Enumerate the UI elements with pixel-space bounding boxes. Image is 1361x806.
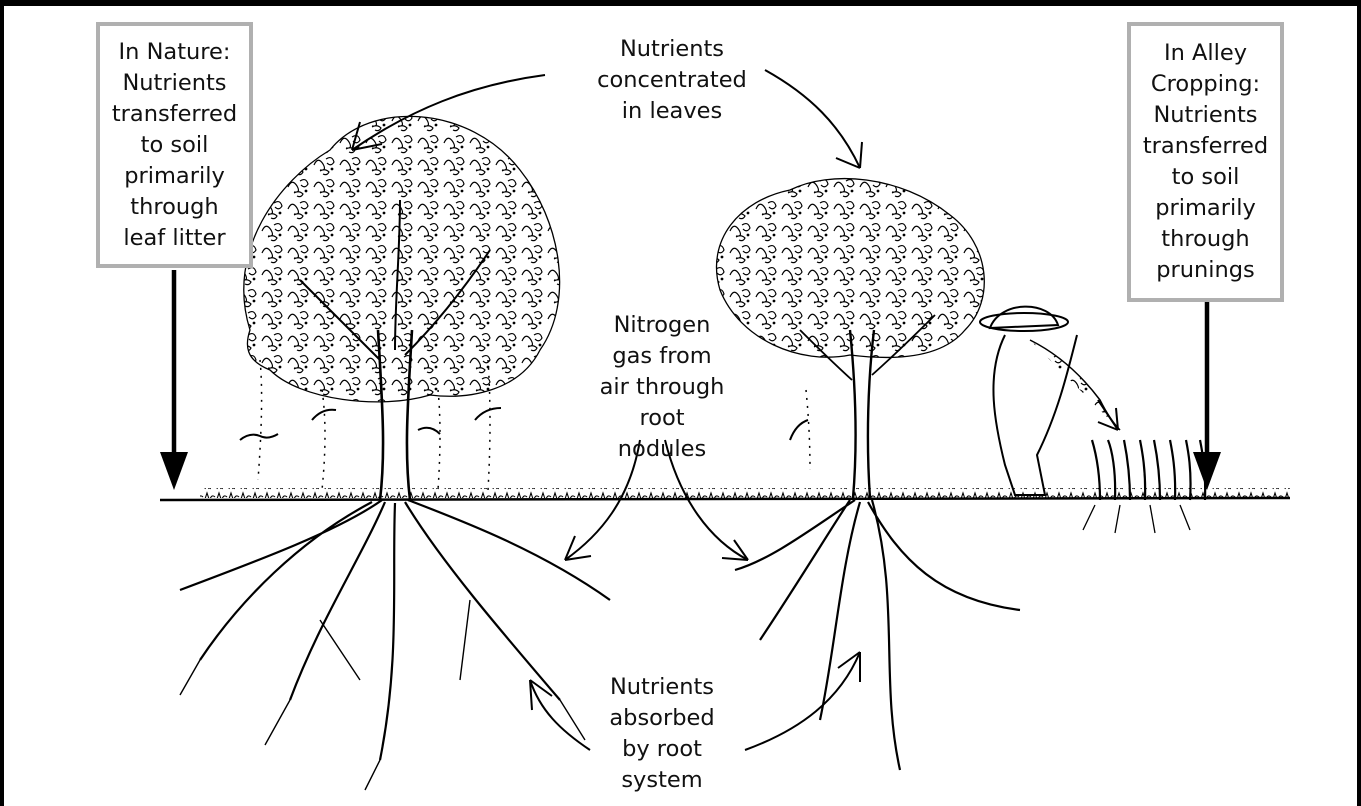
nitrogen-label-line: gas from: [562, 341, 762, 372]
alley-label-line: Cropping:: [1151, 69, 1260, 100]
alley-label-line: In Alley: [1164, 38, 1247, 69]
nitrogen-label-line: Nitrogen: [562, 310, 762, 341]
nature-label-line: In Nature:: [119, 37, 231, 68]
roots-label-line: absorbed: [562, 703, 762, 734]
nature-label-line: primarily: [124, 161, 225, 192]
alley-label-line: through: [1161, 224, 1249, 255]
nitrogen-label-line: air through: [562, 372, 762, 403]
pruned-tree-icon: [716, 179, 1020, 770]
leaves-label-line: Nutrients: [572, 34, 772, 65]
alley-label-line: prunings: [1156, 255, 1255, 286]
nature-label-line: through: [130, 192, 218, 223]
nitrogen-label-line: nodules: [562, 434, 762, 465]
alley-label-line: Nutrients: [1153, 100, 1257, 131]
ground-line: [160, 488, 1290, 500]
crop-icon: [1083, 440, 1205, 533]
leaves-label-line: concentrated: [572, 65, 772, 96]
alley-label-line: transferred: [1143, 131, 1268, 162]
roots-label-line: by root: [562, 734, 762, 765]
nature-label-line: transferred: [112, 99, 237, 130]
alley-label-line: to soil: [1172, 162, 1240, 193]
leaves-label: Nutrients concentrated in leaves: [572, 34, 772, 127]
roots-label: Nutrients absorbed by root system: [562, 672, 762, 796]
nitrogen-label-line: root: [562, 403, 762, 434]
nature-label-line: leaf litter: [123, 223, 225, 254]
roots-label-line: system: [562, 765, 762, 796]
nature-label-line: Nutrients: [122, 68, 226, 99]
nitrogen-label: Nitrogen gas from air through root nodul…: [562, 310, 762, 465]
nature-label-line: to soil: [141, 130, 209, 161]
roots-label-line: Nutrients: [562, 672, 762, 703]
alley-label-line: primarily: [1155, 193, 1256, 224]
alley-cropping-label-box: In Alley Cropping: Nutrients transferred…: [1127, 22, 1284, 302]
leaves-label-line: in leaves: [572, 96, 772, 127]
nature-label-box: In Nature: Nutrients transferred to soil…: [96, 22, 253, 268]
